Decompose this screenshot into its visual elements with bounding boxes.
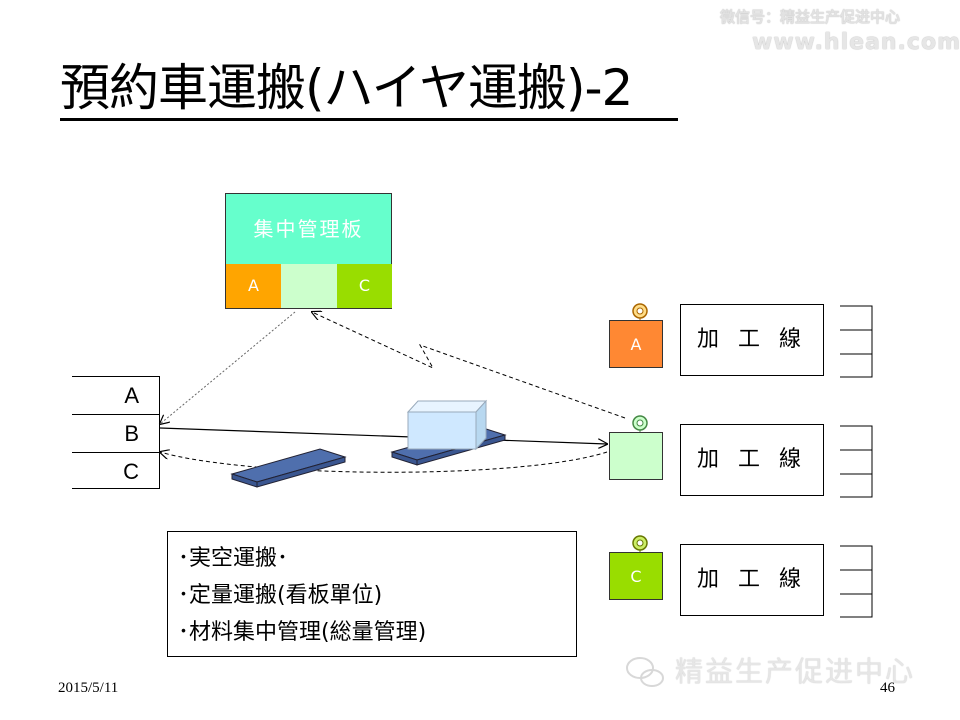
page-title: 預約車運搬(ハイヤ運搬)-2	[60, 59, 633, 117]
central-management-board: 集中管理板 A B C	[225, 193, 392, 309]
board-to-list-arrow	[160, 311, 296, 424]
list-to-card-arrow	[159, 427, 607, 444]
watermark-bottom: 精益生产促进中心	[675, 655, 916, 688]
return-arrow	[160, 452, 608, 473]
box-side	[475, 399, 487, 451]
notes-box: ･実空運搬･ ･定量運搬(看板單位) ･材料集中管理(総量管理)	[167, 531, 577, 657]
title-underline	[60, 118, 678, 121]
note-line: ･定量運搬(看板單位)	[178, 583, 383, 608]
ring-icon-c	[632, 535, 648, 552]
watermark-wechat-id: 微信号：精益生产促进中心	[720, 8, 901, 26]
board-slot-b: B	[281, 264, 337, 308]
board-title: 集中管理板	[226, 194, 391, 264]
order-list: A B C	[72, 376, 160, 489]
wechat-icon	[626, 657, 664, 687]
page-number: 46	[880, 680, 895, 696]
box-front	[407, 411, 477, 450]
board-slot-a: A	[226, 264, 281, 308]
ring-icon-a	[632, 303, 648, 320]
shelf-2	[840, 425, 873, 498]
shelf-3	[840, 545, 873, 618]
processing-line-3: 加 工 線	[680, 544, 824, 616]
watermark-url: www.hlean.com	[752, 30, 960, 55]
footer-date: 2015/5/11	[58, 680, 119, 696]
ring-icon-b	[632, 415, 648, 432]
shelf-1	[840, 305, 873, 378]
order-list-item-c: C	[123, 459, 139, 484]
board-slot-c: C	[337, 264, 392, 308]
note-line: ･材料集中管理(総量管理)	[178, 620, 427, 645]
processing-line-2: 加 工 線	[680, 424, 824, 496]
kanban-card-b: B	[609, 432, 663, 480]
order-list-item-a: A	[124, 383, 139, 408]
order-list-item-b: B	[124, 421, 139, 446]
box-top	[406, 400, 488, 413]
order-list-divider	[72, 414, 159, 415]
processing-line-1: 加 工 線	[680, 304, 824, 376]
card-to-board-arrow	[312, 312, 626, 419]
order-list-divider	[72, 452, 159, 453]
kanban-card-a: A	[609, 320, 663, 368]
note-line: ･実空運搬･	[178, 546, 289, 571]
cart-left-side	[256, 456, 346, 488]
kanban-card-c: C	[609, 552, 663, 600]
